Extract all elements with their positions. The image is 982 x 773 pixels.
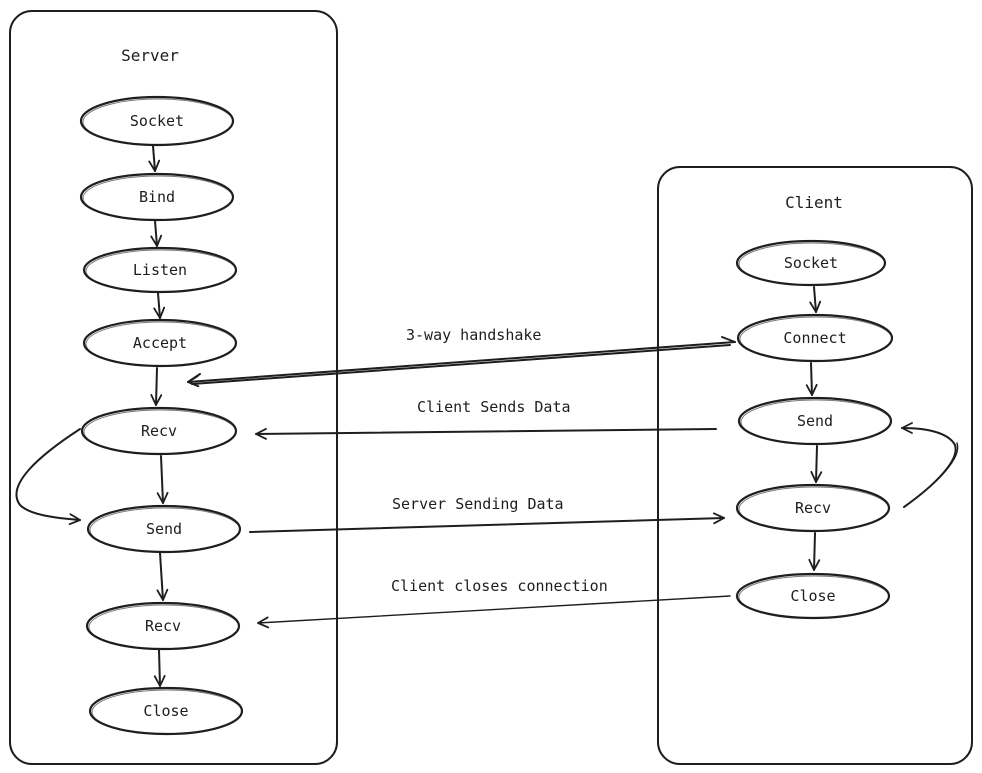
server-node-socket-label: Socket <box>130 112 184 130</box>
server-node-recv-2: Recv <box>85 601 241 651</box>
label-client-sends-data: Client Sends Data <box>417 398 571 416</box>
arrow-client-recv-close <box>808 532 821 571</box>
server-node-bind: Bind <box>79 172 235 222</box>
arrow-server-recv-close <box>153 649 166 687</box>
arrow-client-closes <box>257 595 731 629</box>
server-title: Server <box>121 46 179 65</box>
arrow-server-recv-send <box>156 455 169 504</box>
server-node-recv: Recv <box>80 406 238 456</box>
server-node-send-label: Send <box>146 520 182 538</box>
server-box: Server <box>9 10 338 765</box>
server-node-send: Send <box>86 504 242 554</box>
client-node-close-label: Close <box>790 587 835 605</box>
server-node-listen-label: Listen <box>133 261 187 279</box>
client-node-recv-label: Recv <box>795 499 831 517</box>
client-node-socket-label: Socket <box>784 254 838 272</box>
server-node-socket: Socket <box>79 95 235 147</box>
arrow-client-socket-connect <box>809 286 822 313</box>
server-node-listen: Listen <box>82 246 238 294</box>
server-node-bind-label: Bind <box>139 188 175 206</box>
arrow-server-socket-bind <box>148 145 161 172</box>
client-node-connect: Connect <box>736 313 894 363</box>
client-node-send-label: Send <box>797 412 833 430</box>
arrow-server-sending-data <box>249 512 725 533</box>
client-node-connect-label: Connect <box>783 329 846 347</box>
arrow-handshake <box>187 336 736 388</box>
arrow-client-loop <box>901 422 959 508</box>
arrow-server-accept-recv <box>150 367 163 406</box>
server-node-close-label: Close <box>143 702 188 720</box>
server-node-close: Close <box>88 686 244 736</box>
arrow-server-listen-accept <box>153 292 166 319</box>
client-node-send: Send <box>737 396 893 446</box>
client-box: Client <box>657 166 973 765</box>
server-node-accept: Accept <box>82 318 238 368</box>
arrow-server-loop <box>15 428 81 526</box>
server-node-accept-label: Accept <box>133 334 187 352</box>
label-server-sending-data: Server Sending Data <box>392 495 564 513</box>
arrow-server-send-recv <box>156 552 169 601</box>
server-node-recv-2-label: Recv <box>145 617 181 635</box>
label-client-closes: Client closes connection <box>391 577 608 595</box>
label-handshake: 3-way handshake <box>406 326 541 344</box>
client-node-close: Close <box>735 572 891 620</box>
server-node-recv-label: Recv <box>141 422 177 440</box>
client-node-recv: Recv <box>735 483 891 533</box>
client-title: Client <box>785 193 843 212</box>
arrow-client-sends-data <box>255 427 717 440</box>
arrow-client-send-recv <box>810 445 823 483</box>
arrow-client-connect-send <box>805 362 818 396</box>
arrow-server-bind-listen <box>150 220 163 247</box>
client-node-socket: Socket <box>735 239 887 287</box>
